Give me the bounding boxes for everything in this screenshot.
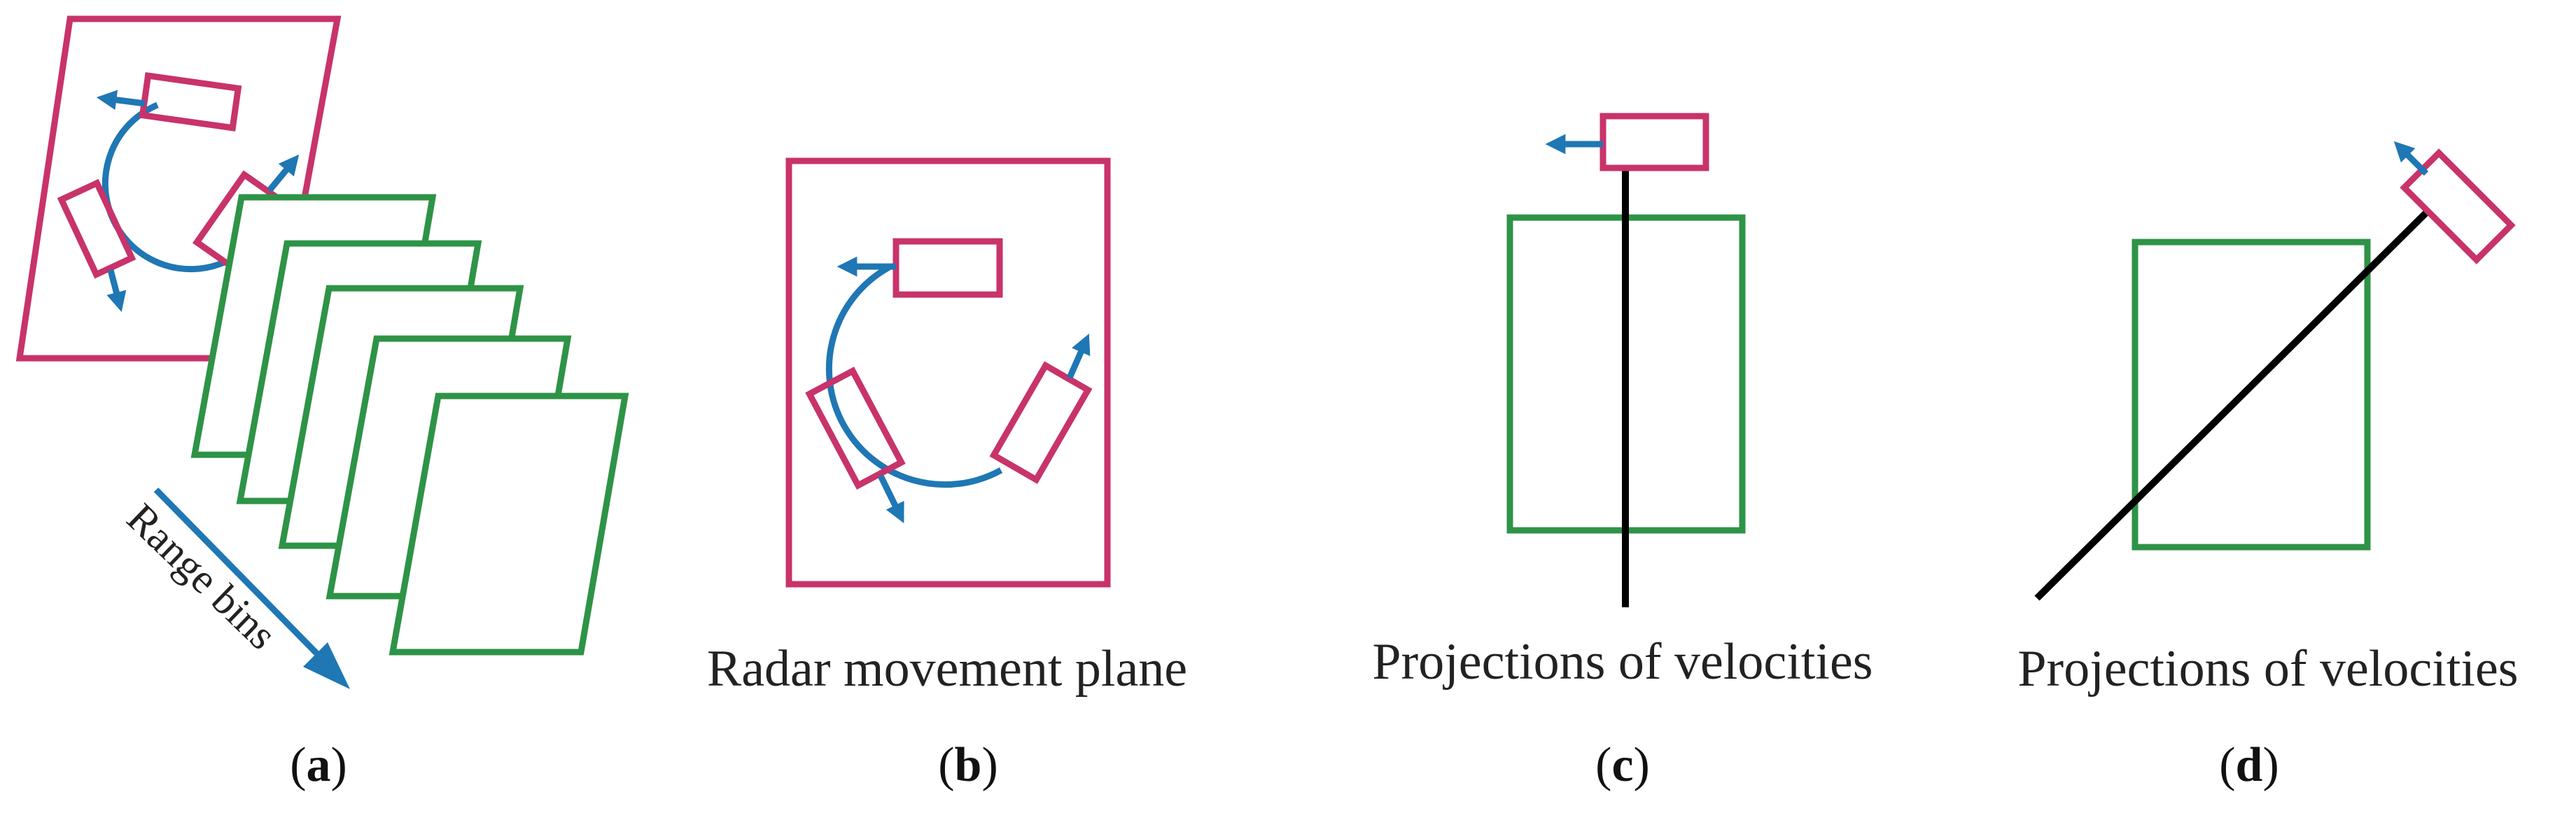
caption-c: Projections of velocities <box>1372 633 1872 691</box>
radar-box-a-left <box>57 178 136 279</box>
range-bin-plane-5 <box>388 393 629 656</box>
range-bins-arrowhead <box>303 642 350 689</box>
panel-label-d: (d) <box>2219 738 2279 792</box>
radar-box-b-right <box>989 361 1093 484</box>
panel-c: Projections of velocities (c) <box>1372 113 1873 792</box>
velocity-arrow-d <box>2393 141 2429 176</box>
motion-circle-b <box>825 264 1003 488</box>
caption-d: Projections of velocities <box>2017 640 2518 698</box>
panel-label-a: (a) <box>290 738 347 792</box>
velocity-arrow-b-right <box>1066 333 1091 379</box>
panel-b: Radar movement plane (b) <box>707 157 1187 792</box>
velocity-arrow-b-left <box>877 474 904 523</box>
radar-box-a-top <box>139 72 242 132</box>
velocity-arrow-a-top <box>96 90 146 111</box>
panel-label-c: (c) <box>1595 738 1650 792</box>
radar-box-b-left <box>805 367 906 490</box>
panel-label-b: (b) <box>938 738 998 792</box>
projection-line-d <box>2034 207 2432 601</box>
panel-a: Range bins (a) <box>15 15 629 792</box>
radar-plane-b <box>785 157 1111 588</box>
range-bin-plane-d <box>2132 239 2371 551</box>
caption-b: Radar movement plane <box>707 640 1187 698</box>
range-bins-arrow <box>153 487 339 676</box>
velocity-arrow-a-left <box>106 269 127 312</box>
radar-box-c <box>1600 113 1709 171</box>
velocity-arrow-a-right <box>267 154 300 192</box>
panel-d: Projections of velocities (d) <box>2017 141 2519 792</box>
radar-box-b-top <box>892 238 1003 298</box>
range-bins-label: Range bins <box>118 495 286 658</box>
